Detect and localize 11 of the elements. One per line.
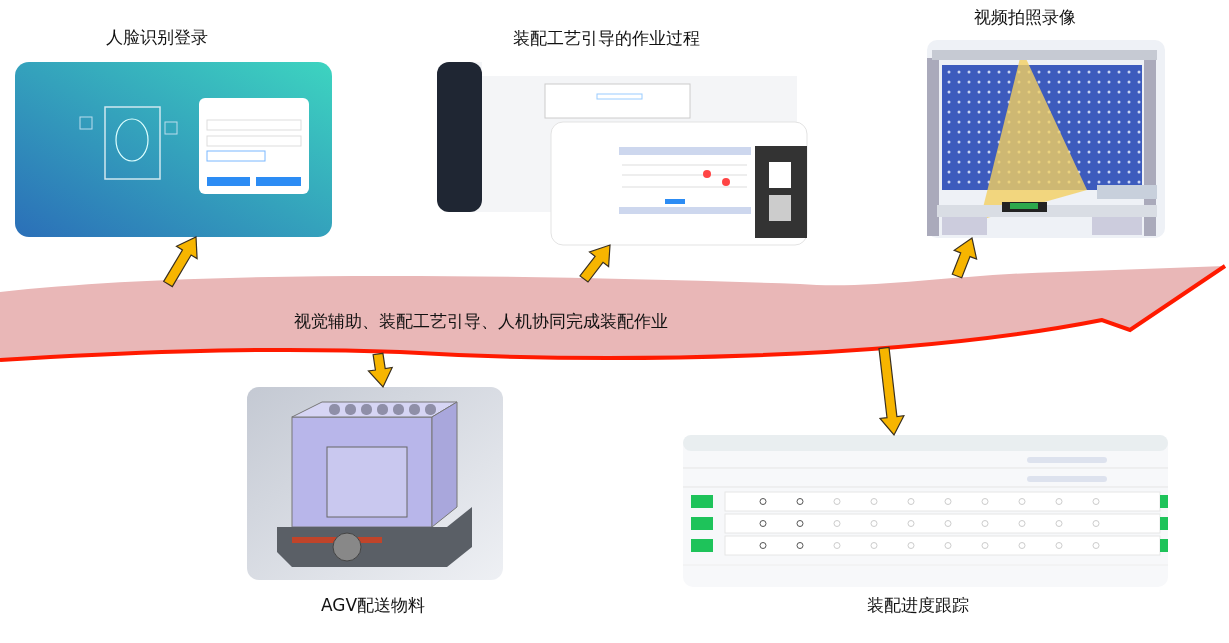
arrow — [579, 244, 611, 283]
picture-caption: AGV配送物料 — [320, 594, 426, 616]
picture-caption: 人脸识别登录 — [106, 26, 208, 48]
arrow — [162, 236, 198, 288]
arrow — [951, 237, 978, 279]
arrow — [878, 346, 905, 437]
band-label: 视觉辅助、装配工艺引导、人机协同完成装配作业 — [294, 310, 668, 332]
picture-caption: 装配工艺引导的作业过程 — [512, 27, 700, 49]
arrow — [367, 352, 394, 389]
picture-caption: 视频拍照录像 — [974, 6, 1076, 28]
picture-caption: 装配进度跟踪 — [867, 594, 969, 616]
